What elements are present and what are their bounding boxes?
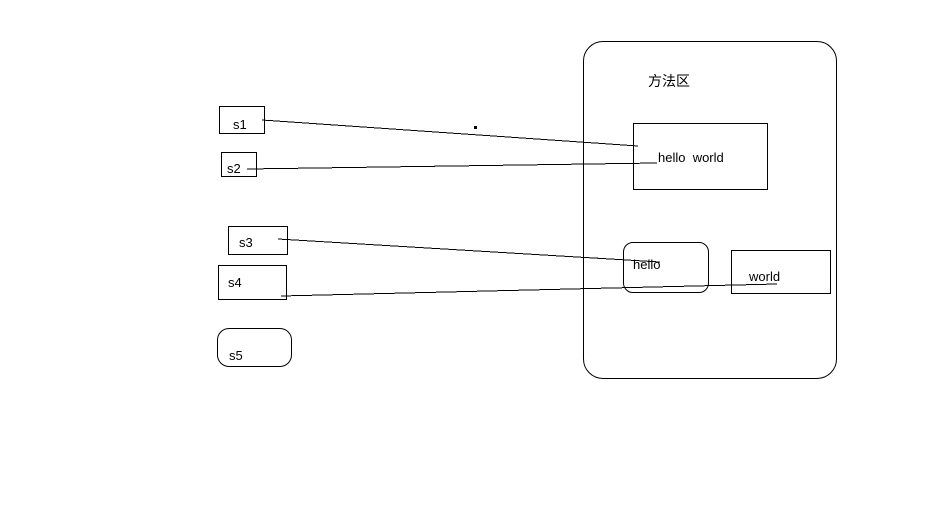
ref-label-s2: s2 [227,161,241,176]
ref-box-s5: s5 [217,328,292,367]
hello-world-object-label: hello world [658,150,724,165]
ref-label-s4: s4 [228,275,242,290]
hello-world-object-box: hello world [633,123,768,190]
ref-box-s3: s3 [228,226,288,255]
ref-box-s2: s2 [221,152,257,177]
ref-box-s4: s4 [218,265,287,300]
ref-label-s3: s3 [239,235,253,250]
hello-object-box: hello [623,242,709,293]
world-object-label: world [749,269,781,284]
ref-label-s1: s1 [233,117,247,132]
connector-s1-to-hello-world [261,119,639,147]
method-area-container: 方法区 hello world hello world [583,41,837,379]
method-area-title: 方法区 [648,73,690,89]
ref-label-s5: s5 [229,348,243,363]
hello-object-label: hello [633,257,661,272]
world-object-box: world [731,250,831,294]
ref-box-s1: s1 [219,106,265,134]
dot-mark [474,126,477,129]
